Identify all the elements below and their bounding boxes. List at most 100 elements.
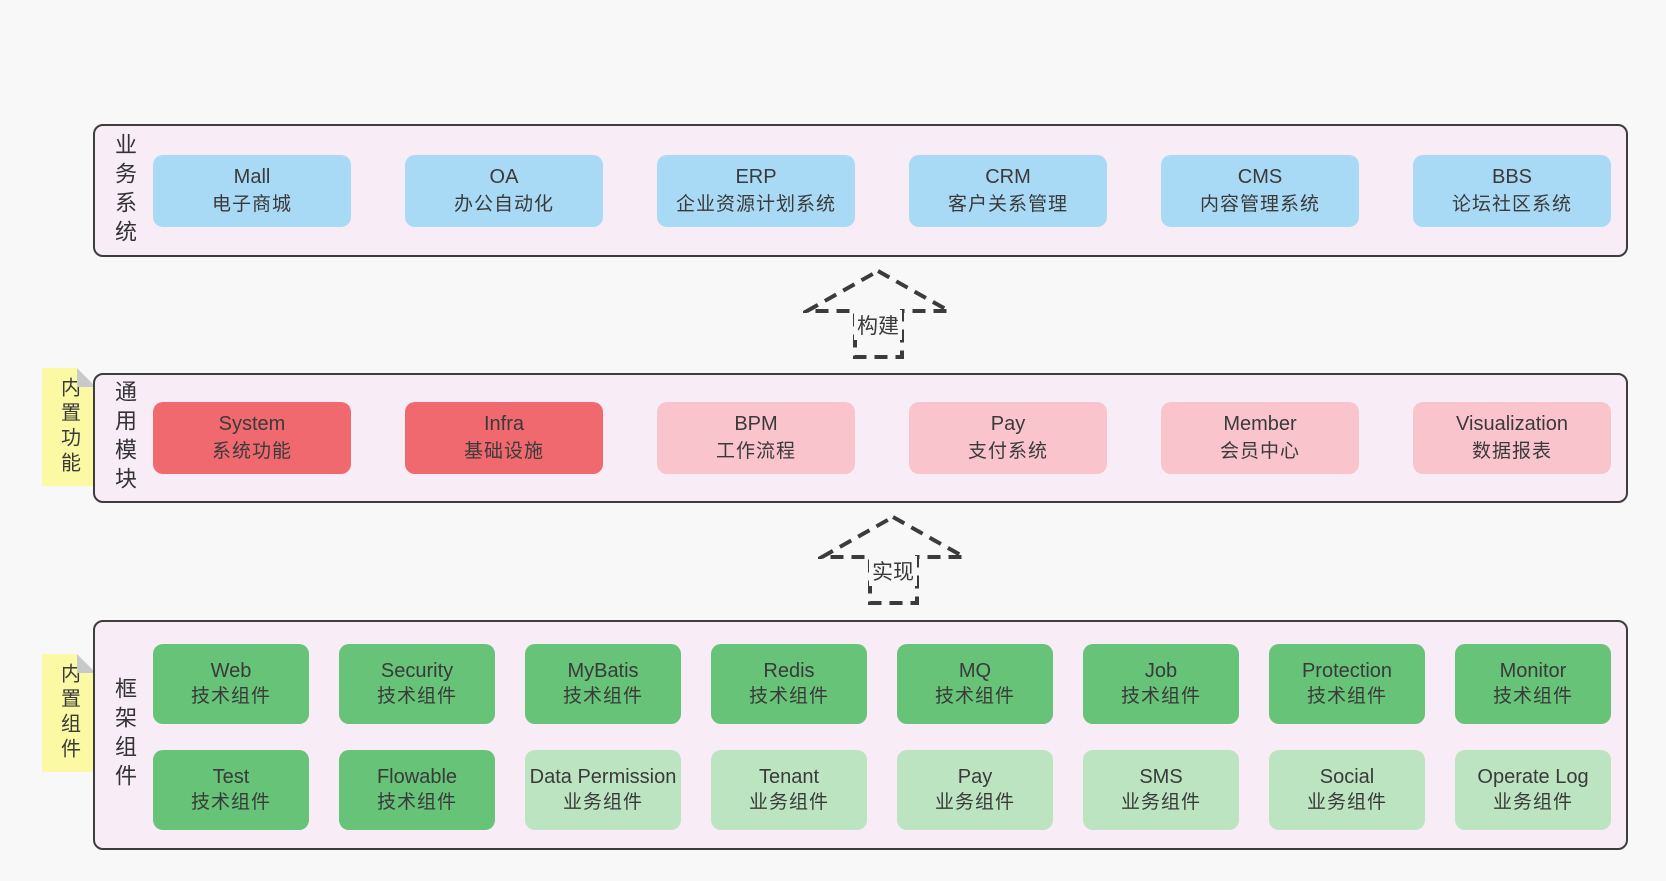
box-subtitle: 基础设施 — [463, 441, 544, 462]
arrow-build-label: 构建 — [854, 310, 902, 340]
box-title: Protection — [1301, 660, 1393, 682]
box-title: Infra — [483, 413, 525, 435]
box-subtitle: 办公自动化 — [453, 193, 554, 215]
layer-business-systems: 业务系统 Mall 电子商城 OA 办公自动化 ERP — [93, 124, 1628, 257]
box-subtitle: 技术组件 — [376, 792, 457, 813]
box-title: Flowable — [376, 766, 458, 788]
diagram-box: CMS 内容管理系统 — [1161, 154, 1359, 227]
diagram-box: SMS 业务组件 — [1083, 750, 1239, 830]
box-title: SMS — [1139, 766, 1183, 788]
diagram-box: Test 技术组件 — [153, 750, 309, 830]
diagram-box: Security 技术组件 — [339, 644, 495, 724]
box-title: BBS — [1491, 165, 1533, 188]
diagram-box: Operate Log 业务组件 — [1455, 750, 1611, 830]
box-title: Data Permission — [529, 766, 677, 788]
box-subtitle: 支付系统 — [967, 441, 1048, 462]
note-label: 内置功能 — [57, 377, 80, 477]
box-title: CRM — [985, 165, 1031, 188]
components-box-row-2: Test 技术组件 Flowable 技术组件 Data Permission … — [153, 750, 1611, 830]
diagram-box: Monitor 技术组件 — [1455, 644, 1611, 724]
diagram-box: OA 办公自动化 — [405, 154, 603, 227]
box-title: System — [218, 413, 286, 435]
diagram-box: Social 业务组件 — [1269, 750, 1425, 830]
box-title: Redis — [763, 660, 815, 682]
box-title: Pay — [957, 766, 993, 788]
box-subtitle: 技术组件 — [1120, 686, 1201, 707]
box-title: Test — [212, 766, 250, 788]
diagram-box: Protection 技术组件 — [1269, 644, 1425, 724]
diagram-box: Web 技术组件 — [153, 644, 309, 724]
box-title: Security — [380, 660, 454, 682]
box-subtitle: 业务组件 — [748, 792, 829, 813]
box-title: Operate Log — [1477, 766, 1589, 788]
box-subtitle: 业务组件 — [1120, 792, 1201, 813]
diagram-box: System 系统功能 — [153, 402, 351, 474]
diagram-box: MyBatis 技术组件 — [525, 644, 681, 724]
diagram-box: MQ 技术组件 — [897, 644, 1053, 724]
box-subtitle: 论坛社区系统 — [1451, 193, 1572, 215]
sticky-note-builtin-components: 内置组件 — [42, 654, 96, 772]
box-subtitle: 企业资源计划系统 — [675, 193, 836, 215]
box-subtitle: 工作流程 — [715, 441, 796, 462]
diagram-box: Pay 支付系统 — [909, 402, 1107, 474]
box-title: OA — [489, 165, 519, 188]
box-subtitle: 技术组件 — [1306, 686, 1387, 707]
diagram-box: Data Permission 业务组件 — [525, 750, 681, 830]
diagram-box: ERP 企业资源计划系统 — [657, 154, 855, 227]
box-subtitle: 技术组件 — [562, 686, 643, 707]
box-subtitle: 数据报表 — [1471, 441, 1552, 462]
box-subtitle: 技术组件 — [934, 686, 1015, 707]
box-title: Member — [1223, 413, 1297, 435]
box-subtitle: 业务组件 — [1306, 792, 1387, 813]
box-title: Pay — [990, 413, 1026, 435]
diagram-box: Infra 基础设施 — [405, 402, 603, 474]
diagram-box: Job 技术组件 — [1083, 644, 1239, 724]
layer-common-modules: 通用模块 System 系统功能 Infra 基础设施 BPM — [93, 373, 1628, 503]
diagram-box: Flowable 技术组件 — [339, 750, 495, 830]
box-subtitle: 技术组件 — [1492, 686, 1573, 707]
sticky-note-builtin-features: 内置功能 — [42, 368, 96, 486]
layer-label-modules: 通用模块 — [112, 380, 137, 496]
box-title: Monitor — [1499, 660, 1567, 682]
box-subtitle: 电子商城 — [211, 193, 292, 215]
box-title: BPM — [734, 413, 778, 435]
diagram-box: BBS 论坛社区系统 — [1413, 154, 1611, 227]
layer-label-business: 业务系统 — [112, 132, 137, 249]
box-subtitle: 业务组件 — [562, 792, 643, 813]
box-title: MyBatis — [567, 660, 639, 682]
box-title: ERP — [735, 165, 777, 188]
box-title: Job — [1144, 660, 1178, 682]
box-subtitle: 技术组件 — [376, 686, 457, 707]
arrow-up-icon — [803, 268, 953, 359]
components-box-row-1: Web 技术组件 Security 技术组件 MyBatis 技术组件 — [153, 644, 1611, 724]
layer-content: System 系统功能 Infra 基础设施 BPM 工作流程 Pay — [153, 375, 1611, 501]
box-title: Tenant — [758, 766, 820, 788]
note-label: 内置组件 — [57, 663, 80, 763]
diagram-box: Mall 电子商城 — [153, 154, 351, 227]
box-title: MQ — [958, 660, 992, 682]
diagram-box: Pay 业务组件 — [897, 750, 1053, 830]
modules-box-row: System 系统功能 Infra 基础设施 BPM 工作流程 Pay — [153, 402, 1611, 474]
box-title: Web — [210, 660, 252, 682]
diagram-box: CRM 客户关系管理 — [909, 154, 1107, 227]
layer-content: Mall 电子商城 OA 办公自动化 ERP 企业资源计划系统 CRM — [153, 126, 1611, 255]
diagram-box: Visualization 数据报表 — [1413, 402, 1611, 474]
business-box-row: Mall 电子商城 OA 办公自动化 ERP 企业资源计划系统 CRM — [153, 154, 1611, 227]
arrow-implement-label: 实现 — [869, 556, 917, 586]
diagram-box: Tenant 业务组件 — [711, 750, 867, 830]
layer-label-components: 框架组件 — [112, 677, 137, 793]
layer-content: Web 技术组件 Security 技术组件 MyBatis 技术组件 — [153, 622, 1611, 848]
box-title: Social — [1319, 766, 1375, 788]
box-subtitle: 业务组件 — [1492, 792, 1573, 813]
box-subtitle: 会员中心 — [1219, 441, 1300, 462]
diagram-box: Redis 技术组件 — [711, 644, 867, 724]
box-title: Mall — [233, 165, 271, 188]
box-subtitle: 技术组件 — [748, 686, 829, 707]
diagram-box: Member 会员中心 — [1161, 402, 1359, 474]
box-subtitle: 业务组件 — [934, 792, 1015, 813]
box-subtitle: 技术组件 — [190, 792, 271, 813]
arrow-build: 构建 — [803, 268, 953, 360]
box-title: Visualization — [1456, 413, 1568, 435]
layer-framework-components: 框架组件 Web 技术组件 Security 技术组件 MyBatis — [93, 620, 1628, 850]
